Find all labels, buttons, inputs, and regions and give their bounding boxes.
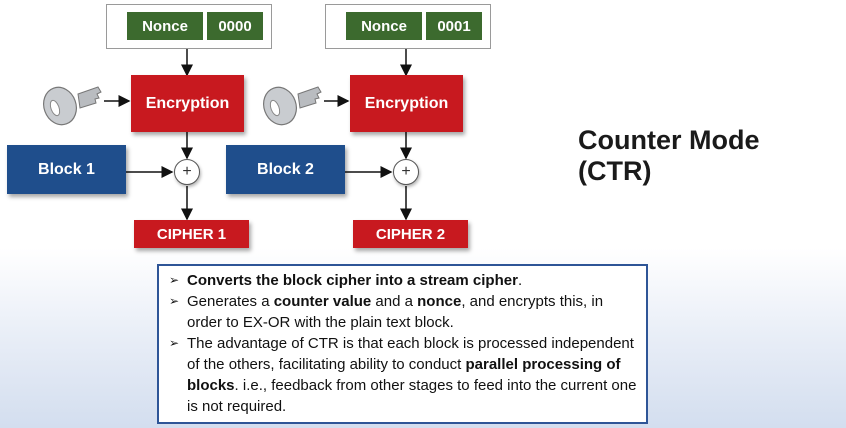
counter-value-2: 0001 [426, 12, 482, 40]
xor-operator-1: + [174, 159, 200, 185]
xor-operator-2: + [393, 159, 419, 185]
info-box: Converts the block cipher into a stream … [157, 264, 648, 424]
counter-value-1: 0000 [207, 12, 263, 40]
slide-title: Counter Mode (CTR) [578, 125, 760, 186]
bullet-bold: nonce [417, 293, 462, 310]
key-icon [263, 86, 322, 126]
nonce-label-2: Nonce [346, 12, 422, 40]
bullet-item: The advantage of CTR is that each block … [169, 333, 638, 417]
bullet-text: , and encrypts this, in order to EX-OR w… [187, 293, 604, 331]
nonce-label-1: Nonce [127, 12, 203, 40]
block-1: Block 1 [7, 145, 126, 194]
bullet-text: Generates a [187, 293, 274, 310]
bullet-item: Generates a counter value and a nonce, a… [169, 291, 638, 333]
bullet-text: . i.e., feedback from other stages to fe… [187, 377, 637, 415]
bullet-list: Converts the block cipher into a stream … [169, 270, 638, 417]
bullet-text: The advantage of CTR is that each block … [187, 335, 634, 373]
cipher-output-1: CIPHER 1 [134, 220, 249, 248]
bullet-text: . [517, 272, 523, 289]
encryption-box-2: Encryption [350, 75, 463, 132]
bullet-bold: parallel processing of blocks [187, 356, 621, 394]
block-2: Block 2 [226, 145, 345, 194]
bullet-item: Converts the block cipher into a stream … [169, 270, 638, 291]
cipher-output-2: CIPHER 2 [353, 220, 468, 248]
key-icon [43, 86, 102, 126]
bullet-text: and a [371, 293, 418, 310]
bullet-bold: Converts the block cipher into a stream … [187, 272, 518, 289]
encryption-box-1: Encryption [131, 75, 244, 132]
bullet-bold: counter value [273, 293, 372, 310]
